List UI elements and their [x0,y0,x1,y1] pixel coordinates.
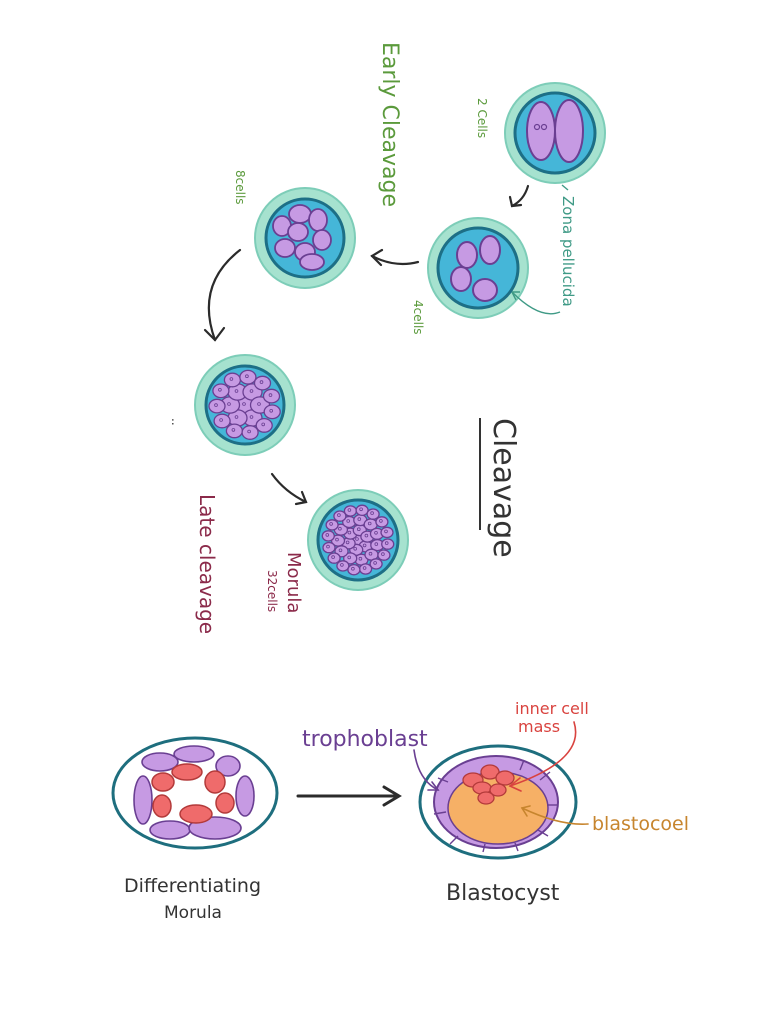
blastomere-nucleus [357,517,362,521]
inner-cell-mass-label-line1: inner cell [515,699,589,718]
embryo-morula [307,489,409,591]
blastomere-nucleus [356,527,361,531]
embryo-4-cells [427,217,529,319]
blastomere-nucleus [337,513,341,517]
ellipsis-label: .. [169,418,183,426]
arrow-4-to-8 [370,254,420,266]
blastomere-nucleus [234,389,239,393]
late-cleavage-label: Late cleavage [195,494,219,634]
arrow-8-to-16-head [203,326,226,342]
blastomere-nucleus [364,533,369,538]
eight-cells-label: 8cells [233,170,247,205]
cleavage-title: Cleavage [486,418,521,558]
morula-cells-label: 32cells [265,570,279,612]
blastocyst [418,744,578,860]
blastomere-nucleus [247,429,251,434]
blastomere-nucleus [384,529,388,534]
cleavage-arrows [203,184,530,506]
arrow-8-to-16 [207,248,242,342]
blastomere-nucleus [346,519,351,523]
blastocyst-pointers [413,721,589,825]
blastomere-nucleus [370,511,374,515]
blastomere-nucleus [374,530,378,535]
early-cleavage-label: Early Cleavage [377,42,402,207]
arrow-2-to-4-head [508,195,523,208]
differentiating-morula-label-line2: Morula [164,903,222,923]
blastomere-nucleus [340,563,344,567]
blastomere-nucleus [374,542,379,546]
arrow-4-to-8-head [370,248,384,267]
blastomere-nucleus [368,551,373,556]
blastomere-nucleus [219,418,223,422]
blastomere-nucleus [234,415,239,419]
trophoblast-label: trophoblast [302,727,428,752]
blastomere-nucleus [249,415,254,419]
blastomere-nucleus [326,544,330,549]
blastomere-nucleus [257,402,261,406]
morula-label: Morula [283,552,304,613]
blastomere-nucleus [381,552,385,556]
blastomere-nucleus [231,428,236,432]
blastomere-nucleus [353,546,358,551]
blastomere-nucleus [362,543,367,548]
blastomere-nucleus [269,408,274,413]
blastomere-nucleus [347,530,352,535]
blastomere-nucleus [227,402,231,406]
zona-pellucida-label: Zona pellucida [559,196,577,307]
blastomere-nucleus [242,402,246,406]
blastomere-nucleus [229,377,234,381]
blastomere-nucleus [249,389,254,393]
embryo-16-cells [194,354,296,456]
blastomere-nucleus [345,540,350,545]
arrow-16-to-morula [270,472,308,504]
blastomere-nucleus [347,555,352,560]
zona-pointers [511,184,569,315]
blastomere-nucleus [373,561,377,565]
blastomere-nucleus [214,403,218,407]
blastomere-nucleus [338,526,342,531]
blastomere-nucleus [329,522,333,526]
embryo-8-cells [254,187,356,289]
blastomere-nucleus [335,537,339,542]
embryo-2-cells [504,82,606,184]
blastomere-nucleus [358,556,363,561]
differentiating-morula [111,736,279,850]
arrow-16-to-morula-head [294,490,308,506]
blastomere-nucleus [218,387,222,392]
blastocyst-label: Blastocyst [446,881,560,906]
arrow-morula-to-blastocyst [296,785,402,807]
blastomere-nucleus [338,548,343,553]
blastocoel-label: blastocoel [592,813,689,835]
blastomere-nucleus [355,537,359,541]
two-cells-label: 2 Cells [475,98,489,138]
blastomere-nucleus [384,541,389,545]
blastomere-nucleus [261,422,266,427]
blastomere-nucleus [245,374,249,379]
blastomere-nucleus [325,533,330,537]
inner-cell-mass-label-line2: mass [518,717,560,736]
blastomere-nucleus [379,519,383,523]
blastomere-nucleus [259,380,264,384]
four-cells-label: 4cells [411,300,425,335]
blastomere-nucleus [347,508,352,512]
blastomere-nucleus [359,507,363,512]
blastomere-nucleus [331,555,335,559]
blastomere-nucleus [351,566,355,571]
arrow-2-to-4 [510,184,530,208]
blastomere-nucleus [367,521,372,526]
blastomere-nucleus [268,393,273,397]
blastomere-nucleus [362,566,367,570]
differentiating-morula-label-line1: Differentiating [124,875,261,897]
